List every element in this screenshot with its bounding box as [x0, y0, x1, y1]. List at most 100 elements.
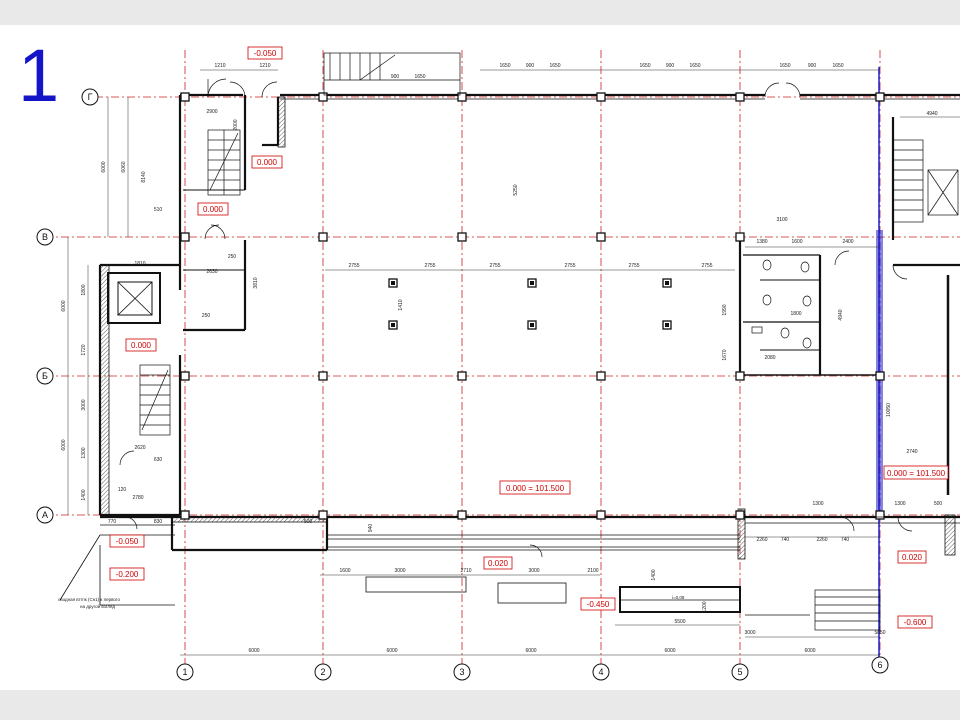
inner-dim-5250: 5250	[513, 184, 519, 195]
restroom-fixtures	[751, 259, 812, 349]
top-dim-12: 900	[808, 63, 817, 69]
elevator-shaft	[107, 272, 161, 324]
bay-dim-3: 6000	[525, 648, 536, 654]
elevation-porch-right: 0.020	[902, 553, 923, 562]
left-inner-dim-7: 1400	[81, 489, 87, 500]
bay-dim-1: 6000	[248, 648, 259, 654]
porch-dim-3: 2710	[460, 568, 471, 574]
inner-dim-1800: 1800	[790, 311, 801, 317]
inner-dim-120: 120	[118, 487, 127, 493]
porch	[59, 516, 960, 616]
elevation-ramp: -0.450	[587, 600, 610, 609]
inner-dim-2780: 2780	[132, 495, 143, 501]
axis-label-5: 5	[737, 667, 742, 677]
left-inner-dim-2: 8140	[141, 171, 147, 182]
axis-label-6: 6	[877, 660, 882, 670]
inner-dim-1670: 1670	[722, 349, 728, 360]
inner-dim-10050: 10050	[886, 403, 892, 417]
porch-dim-6: 3000	[744, 630, 755, 636]
porch-dim-10: 940	[368, 524, 374, 533]
axis-label-1: 1	[182, 667, 187, 677]
left-dim-3: 6000	[101, 161, 107, 172]
row-dim-5: 2755	[628, 263, 639, 269]
inner-dim-1380: 1380	[756, 239, 767, 245]
axis-bubble-4	[592, 663, 610, 681]
axis-label-g: Г	[88, 92, 93, 102]
inner-dim-1410: 1410	[398, 299, 404, 310]
inner-dim-250b: 250	[202, 313, 211, 319]
porch-dim-1: 1600	[339, 568, 350, 574]
axis-bubble-a	[36, 506, 54, 524]
axis-label-4: 4	[598, 667, 603, 677]
bay-dim-5: 6000	[804, 648, 815, 654]
row-dim-1: 2755	[348, 263, 359, 269]
elevation-room-top: 0.000	[257, 158, 278, 167]
inner-dim-2400: 2400	[842, 239, 853, 245]
top-dim-3: 900	[391, 74, 400, 80]
elevation-porch-mid: 0.020	[488, 559, 509, 568]
top-dim-10: 1650	[689, 63, 700, 69]
top-dim-5: 1650	[499, 63, 510, 69]
axis-bubbles	[36, 88, 889, 681]
axis-label-3: 3	[459, 667, 464, 677]
inner-dim-510: 510	[154, 207, 163, 213]
inner-dim-630: 630	[154, 457, 163, 463]
elevation-bottom-right: -0.600	[904, 618, 927, 627]
axis-label-a: А	[42, 510, 48, 520]
elevation-bottom-left-2: -0.200	[116, 570, 139, 579]
top-dim-11: 1650	[779, 63, 790, 69]
columns	[180, 92, 885, 520]
top-dim-6: 900	[526, 63, 535, 69]
top-dim-7: 1650	[549, 63, 560, 69]
dimension-texts: 6000 6000 6000 6000 6000 5850 6000 6000 …	[61, 63, 942, 654]
stairs	[139, 52, 959, 631]
bay-dim-4: 6000	[664, 648, 675, 654]
porch-dim-8: 1400	[651, 569, 657, 580]
left-inner-dim-3: 1800	[81, 284, 87, 295]
inner-dim-2080: 2080	[764, 355, 775, 361]
porch-dim-17: 1300	[894, 501, 905, 507]
top-dim-8: 1650	[639, 63, 650, 69]
elevation-stair-top: -0.050	[254, 49, 277, 58]
floor-plan: Г В Б А 1 2 3 4 5 6	[36, 46, 960, 681]
left-dim-2: 6000	[61, 439, 67, 450]
axis-label-v: В	[42, 232, 48, 242]
top-dim-2: 1210	[259, 63, 270, 69]
porch-dim-11: 500	[304, 519, 313, 525]
inner-dim-1990: 1990	[722, 304, 728, 315]
top-dim-13: 1650	[832, 63, 843, 69]
leader-note-line-2: на другой взгляд	[80, 603, 115, 609]
inner-dim-1810: 1810	[134, 261, 145, 267]
inner-dim-770: 770	[108, 519, 117, 525]
top-dim-9: 900	[666, 63, 675, 69]
porch-dim-18: 500	[934, 501, 943, 507]
inner-dim-2000: 2000	[233, 119, 239, 130]
top-dim-4: 1650	[414, 74, 425, 80]
top-dim-1: 1210	[214, 63, 225, 69]
sheet-number: 1	[18, 34, 60, 117]
porch-dim-9: 1200	[702, 601, 708, 612]
left-inner-dim-1: 6060	[121, 161, 127, 172]
bay-dim-2: 6000	[386, 648, 397, 654]
leader-note-line-1: сводная втгпк (Сн1) к первого	[58, 597, 120, 602]
row-dim-4: 2755	[564, 263, 575, 269]
inner-dim-2740: 2740	[906, 449, 917, 455]
row-dim-2: 2755	[424, 263, 435, 269]
axis-bubble-g	[81, 88, 99, 106]
axis-bubble-b	[36, 367, 54, 385]
axis-grid	[45, 50, 960, 665]
inner-dim-4940: 4940	[838, 309, 844, 320]
axis-bubble-v	[36, 228, 54, 246]
inner-dim-830: 830	[154, 519, 163, 525]
porch-dim-12: 2260	[756, 537, 767, 543]
axis-label-2: 2	[320, 667, 325, 677]
bay-dim-6: 5850	[874, 630, 885, 636]
porch-dim-5: 2100	[587, 568, 598, 574]
row-dim-3: 2755	[489, 263, 500, 269]
slope-note: i=0,08	[672, 595, 685, 600]
inner-dim-3100: 3100	[776, 217, 787, 223]
axis-bubble-1	[176, 663, 194, 681]
inner-dim-2620: 2620	[134, 445, 145, 451]
elevation-bottom-left-1: -0.050	[116, 537, 139, 546]
axis-bubble-3	[453, 663, 471, 681]
